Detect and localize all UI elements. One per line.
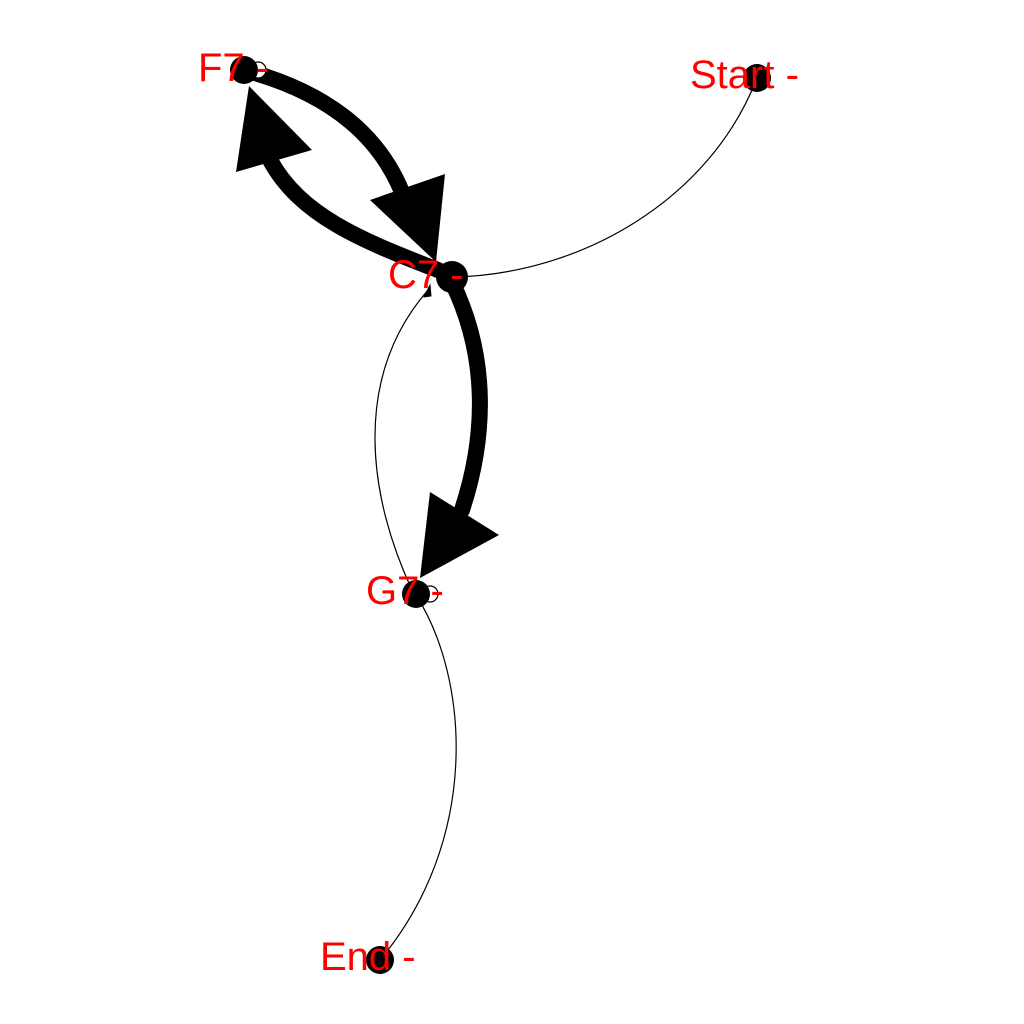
edge-start-to-c7: [451, 77, 758, 278]
node-label-g7: G7 -: [366, 569, 444, 613]
arrowhead-c7-to-g7: [420, 492, 499, 578]
edge-g7-to-end: [379, 594, 457, 961]
arrowhead-f7-to-c7: [370, 174, 445, 262]
edge-f7-to-c7: [236, 62, 413, 208]
labels: F7 - Start - C7 - G7 - End -: [198, 46, 799, 979]
node-c7: [436, 261, 468, 293]
edge-c7-to-f7: [262, 152, 446, 278]
node-f7: [230, 56, 258, 84]
node-label-f7: F7 -: [198, 46, 269, 90]
node-end: [366, 946, 394, 974]
arrowhead-c7-to-f7: [236, 86, 312, 172]
edge-g7-to-c7: [374, 289, 429, 591]
node-label-end: End -: [320, 935, 416, 979]
node-label-start: Start -: [690, 53, 799, 97]
node-g7: [402, 580, 430, 608]
node-start: [743, 64, 771, 92]
arrowhead-g7-to-c7: [423, 283, 432, 298]
node-label-c7: C7 -: [388, 253, 464, 297]
nodes: [230, 56, 771, 974]
edge-c7-to-g7: [444, 274, 488, 518]
